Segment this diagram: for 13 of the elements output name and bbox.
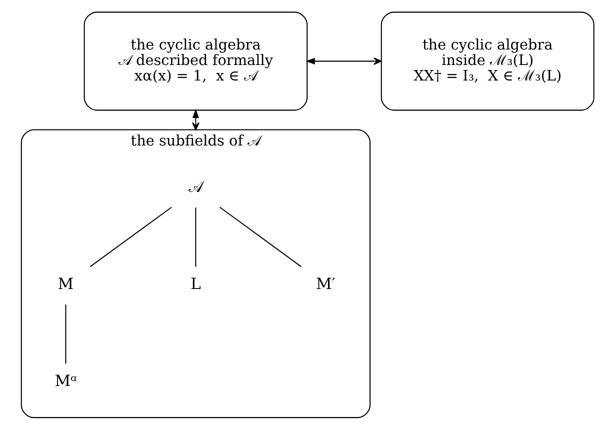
node-text: 𝒜 bbox=[188, 178, 202, 196]
arrow bbox=[191, 108, 199, 130]
node-box: the cyclic algebra inside ℳ₃(L) XX† = I₃, X ∈ ℳ₃(L) bbox=[380, 12, 594, 111]
node-text: M′ bbox=[316, 275, 335, 294]
connector bbox=[64, 304, 66, 364]
connector bbox=[219, 206, 302, 268]
arrow bbox=[305, 57, 382, 65]
node-text: Mᵅ bbox=[54, 372, 76, 390]
node-text: M bbox=[57, 275, 74, 294]
connector bbox=[194, 207, 196, 267]
connector bbox=[89, 206, 172, 268]
node-box: the cyclic algebra 𝒜 described formally xα(x) = 1, x ∈ 𝒜 bbox=[83, 12, 308, 111]
node-text: L bbox=[190, 275, 200, 294]
